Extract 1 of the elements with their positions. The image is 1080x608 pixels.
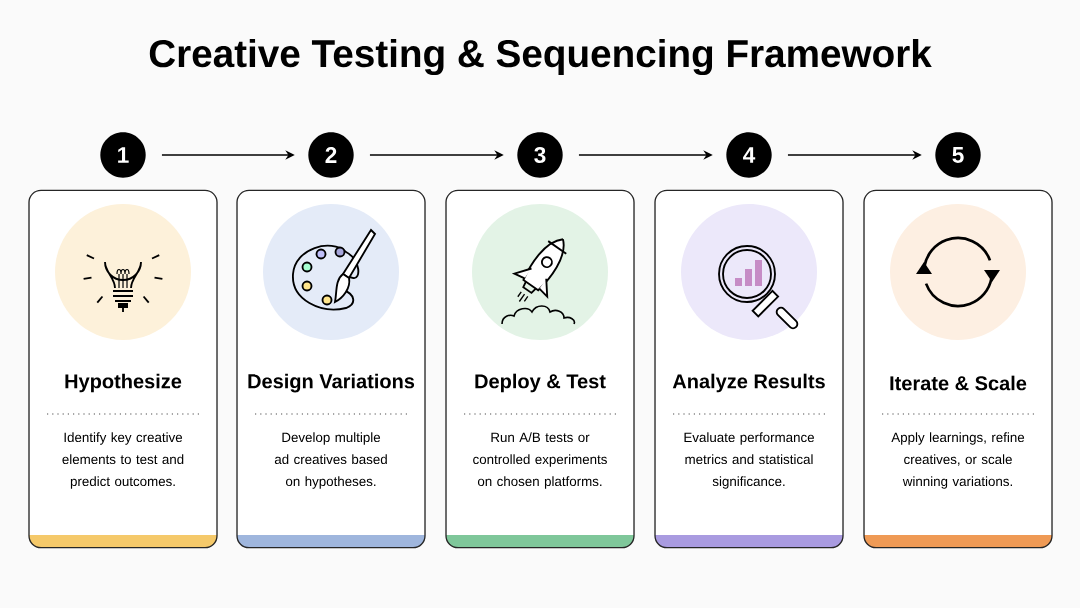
title: Creative Testing & Sequencing Framework — [149, 38, 932, 76]
